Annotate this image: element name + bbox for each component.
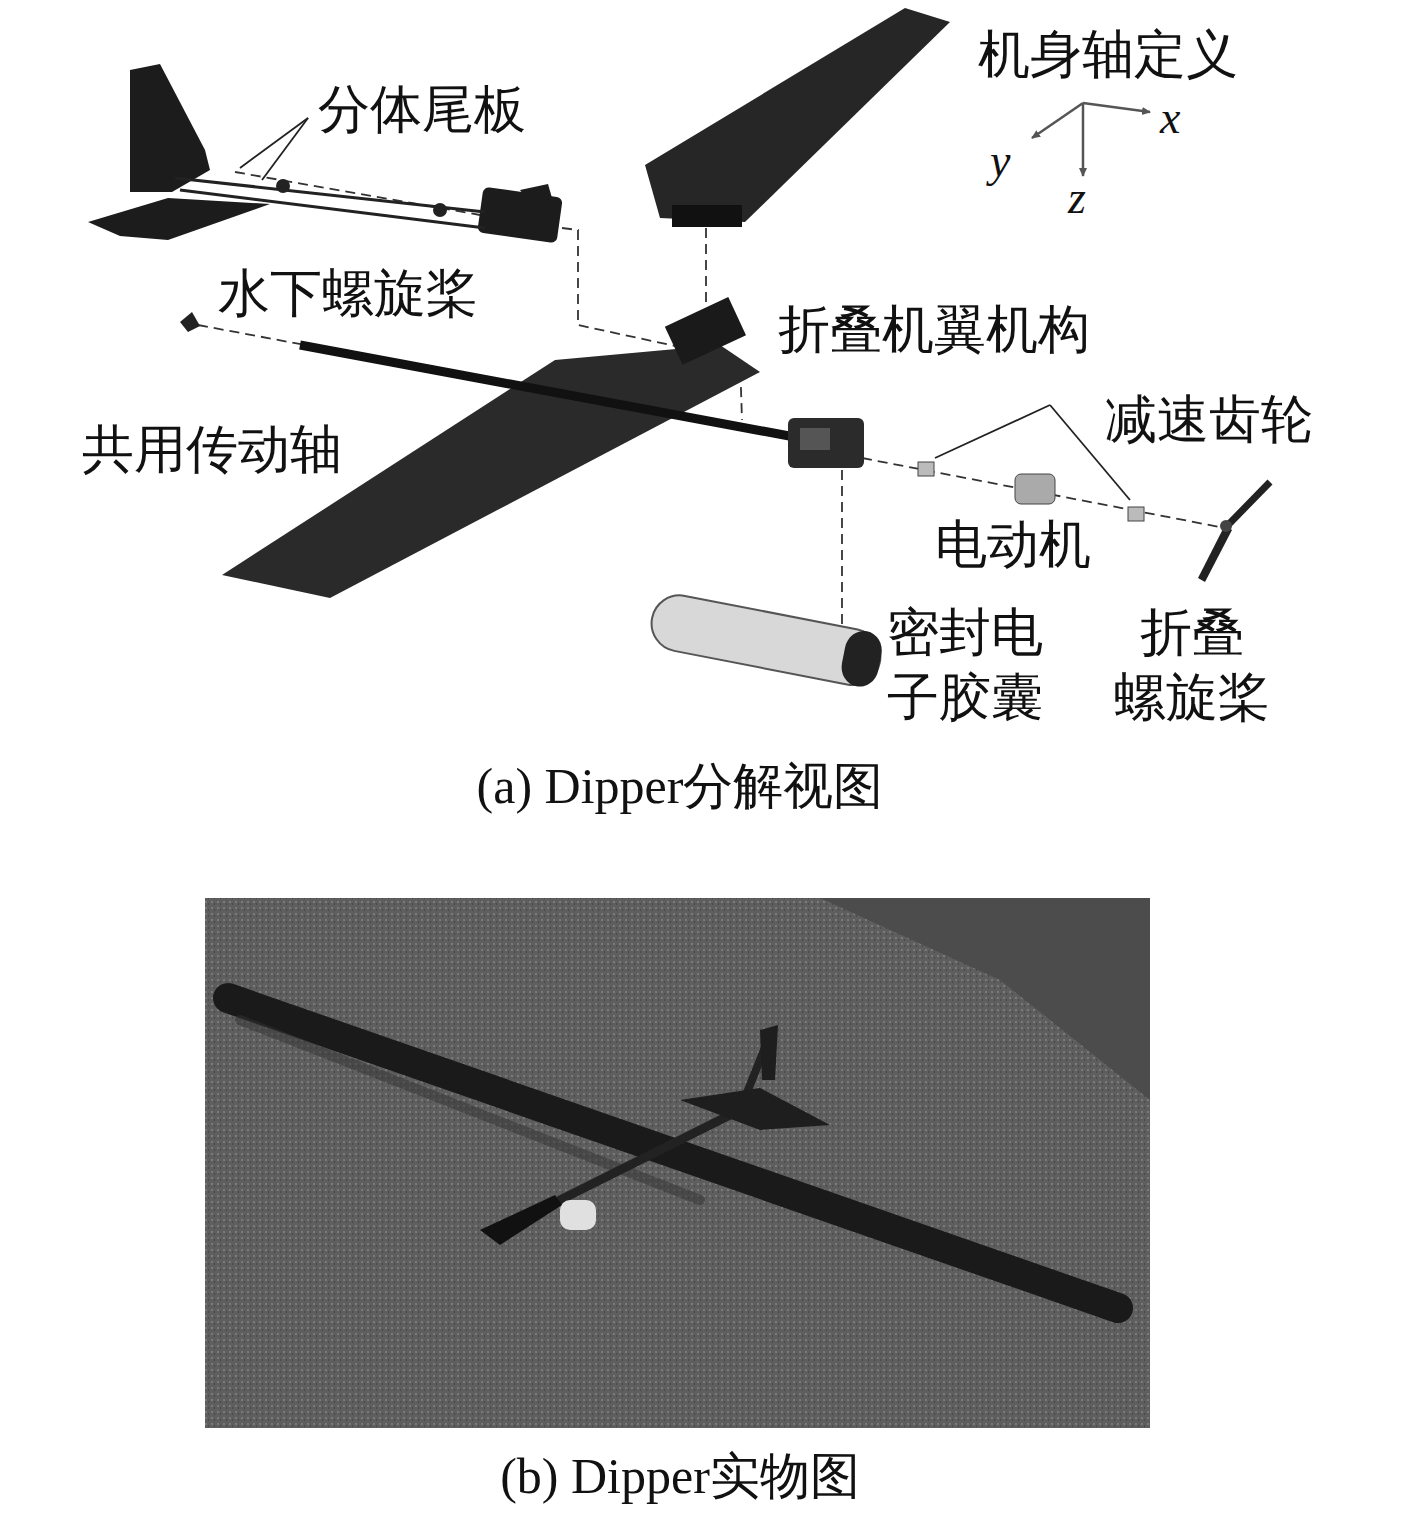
part-label: 分体尾板 — [318, 80, 526, 140]
part-label: 密封电 子胶囊 — [865, 600, 1065, 730]
subfigure-caption: (a) Dipper分解视图 — [340, 758, 1020, 816]
axis-letter: x — [1160, 92, 1180, 145]
part-label: 共用传动轴 — [82, 420, 342, 480]
part-label: 电动机 — [935, 515, 1091, 575]
part-label: 水下螺旋桨 — [218, 264, 478, 324]
part-label: 减速齿轮 — [1105, 390, 1313, 450]
part-label: 折叠 螺旋桨 — [1092, 600, 1292, 730]
subfigure-caption: (b) Dipper实物图 — [340, 1448, 1020, 1506]
axis-letter: z — [1068, 172, 1086, 225]
axis-letter: y — [990, 135, 1010, 188]
part-label: 折叠机翼机构 — [778, 300, 1090, 360]
axis-title: 机身轴定义 — [978, 25, 1238, 85]
